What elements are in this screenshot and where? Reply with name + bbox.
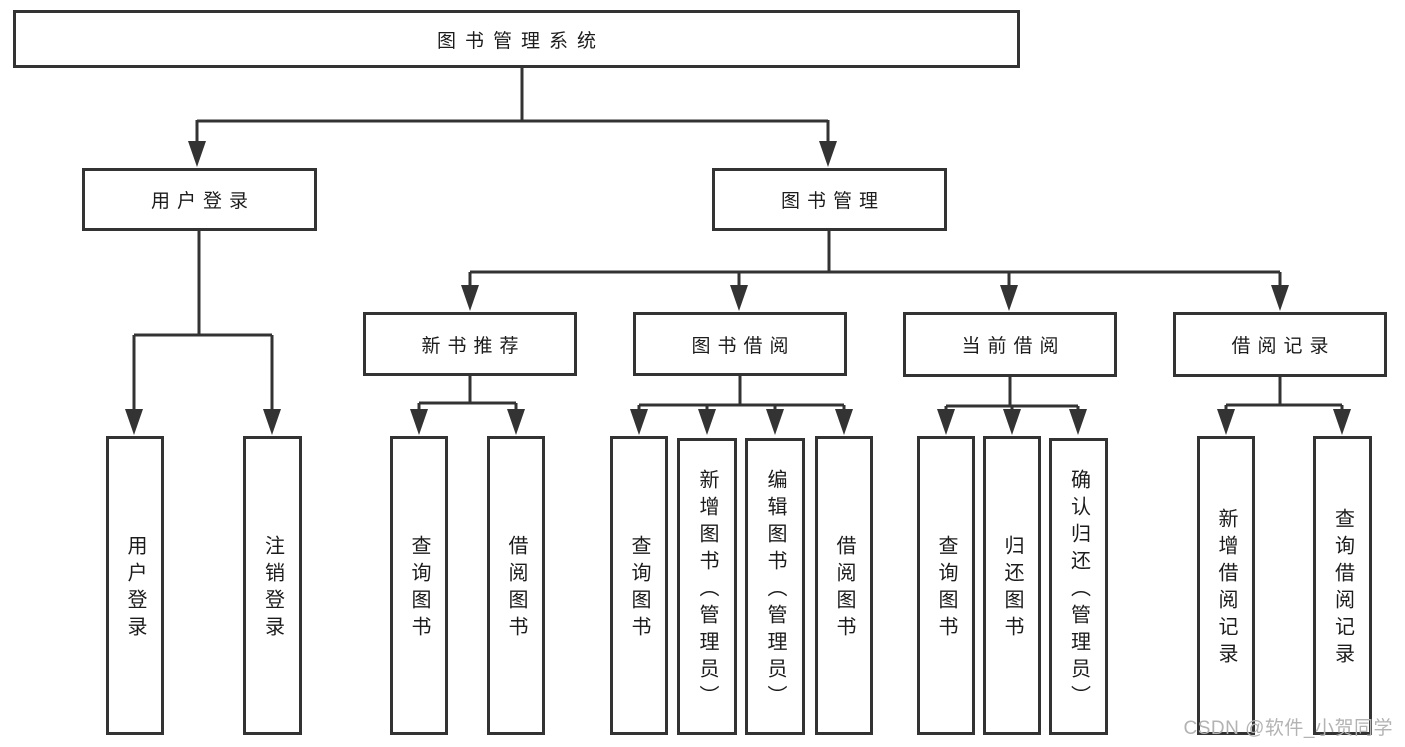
leaf-add-books-admin-label: 新增图书（管理员） <box>696 468 718 712</box>
node-book-management-label: 图书管理 <box>780 191 885 212</box>
node-root: 图书管理系统 <box>13 10 1020 68</box>
node-new-book-recommend-label: 新书推荐 <box>421 335 526 357</box>
leaf-confirm-return-admin-label: 确认归还（管理员） <box>1067 468 1090 712</box>
watermark: CSDN @软件_小贺同学 <box>1183 718 1393 739</box>
leaf-query-books-current-label: 查询图书 <box>935 535 957 643</box>
leaf-add-borrow-record-label: 新增借阅记录 <box>1215 508 1237 670</box>
node-borrow-records-label: 借阅记录 <box>1231 336 1336 357</box>
book-management-connector <box>461 231 1289 311</box>
leaf-edit-books-admin-label: 编辑图书（管理员） <box>764 468 786 712</box>
leaf-query-books-borrow-label: 查询图书 <box>628 535 650 643</box>
current-borrow-connector <box>937 377 1087 435</box>
leaf-edit-books-admin: 编辑图书（管理员） <box>745 438 805 735</box>
node-borrow-records: 借阅记录 <box>1173 312 1387 377</box>
leaf-query-books-recommend: 查询图书 <box>390 436 448 735</box>
node-current-borrow: 当前借阅 <box>903 312 1117 377</box>
leaf-user-login-label: 用户登录 <box>124 535 146 643</box>
node-user-login: 用户登录 <box>82 168 317 231</box>
leaf-query-books-borrow: 查询图书 <box>610 436 668 735</box>
node-current-borrow-label: 当前借阅 <box>961 336 1066 357</box>
leaf-borrow-books-recommend-label: 借阅图书 <box>505 535 527 643</box>
borrow-records-connector <box>1217 377 1351 435</box>
user-login-connector <box>125 231 281 435</box>
leaf-logout-label: 注销登录 <box>261 535 284 643</box>
node-book-management: 图书管理 <box>712 168 947 231</box>
leaf-return-books: 归还图书 <box>983 436 1041 735</box>
node-user-login-label: 用户登录 <box>150 191 255 212</box>
node-new-book-recommend: 新书推荐 <box>363 312 577 376</box>
leaf-borrow-books: 借阅图书 <box>815 436 873 735</box>
book-borrow-connector <box>630 376 853 435</box>
root-connector <box>188 66 837 167</box>
leaf-borrow-books-label: 借阅图书 <box>833 535 855 643</box>
leaf-confirm-return-admin: 确认归还（管理员） <box>1049 438 1108 735</box>
leaf-query-borrow-record-label: 查询借阅记录 <box>1331 508 1354 670</box>
leaf-query-books-recommend-label: 查询图书 <box>408 535 430 643</box>
node-book-borrow: 图书借阅 <box>633 312 847 376</box>
node-root-label: 图书管理系统 <box>436 30 605 52</box>
leaf-add-books-admin: 新增图书（管理员） <box>677 438 737 735</box>
leaf-add-borrow-record: 新增借阅记录 <box>1197 436 1255 735</box>
leaf-logout: 注销登录 <box>243 436 302 735</box>
leaf-query-books-current: 查询图书 <box>917 436 975 735</box>
leaf-return-books-label: 归还图书 <box>1001 535 1023 643</box>
node-book-borrow-label: 图书借阅 <box>691 335 796 357</box>
new-book-recommend-connector <box>410 376 525 435</box>
leaf-user-login: 用户登录 <box>106 436 164 735</box>
leaf-borrow-books-recommend: 借阅图书 <box>487 436 545 735</box>
leaf-query-borrow-record: 查询借阅记录 <box>1313 436 1372 735</box>
